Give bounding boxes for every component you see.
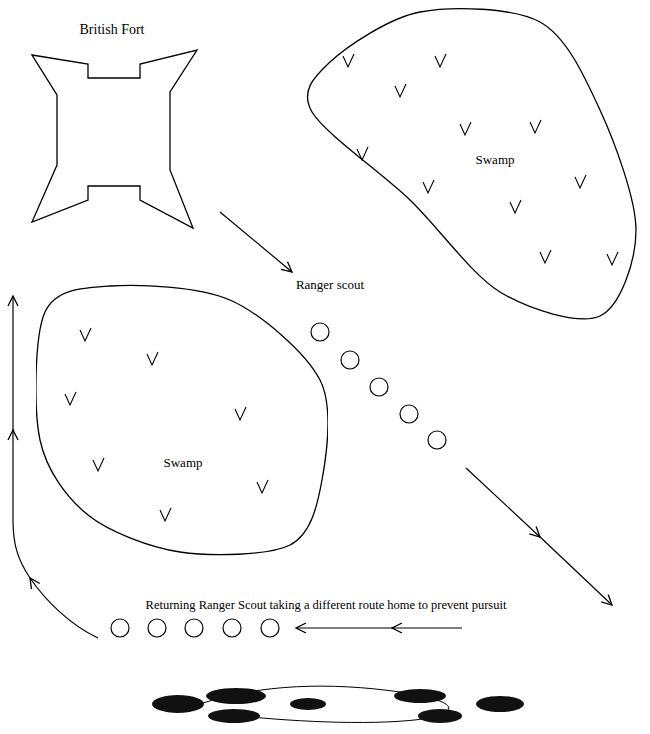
- swamp-region: [36, 280, 328, 556]
- route-arrow: [296, 627, 394, 628]
- route-arrow: [12, 296, 13, 432]
- route-arrow: [466, 468, 540, 537]
- foliage-ornament: [152, 686, 524, 723]
- route-arrow: [538, 535, 612, 605]
- route-note: Returning Ranger Scout taking a differen…: [146, 598, 507, 613]
- route-arrow: [392, 627, 462, 628]
- fort-name: British Fort: [80, 22, 145, 38]
- fort-outline: [32, 50, 197, 228]
- region-name: Swamp: [476, 152, 515, 168]
- swamp-marks: [65, 54, 618, 521]
- swamp-region: [307, 9, 636, 319]
- fort-outline: [28, 16, 202, 232]
- route-arrow: [13, 430, 30, 578]
- returning-scout-circles: [111, 619, 279, 637]
- route-arrow: [30, 578, 98, 638]
- swamp-region: Swamp: [36, 280, 328, 556]
- region-name: Swamp: [164, 455, 203, 471]
- swamp-region: [36, 285, 328, 554]
- route-arrow: [220, 212, 292, 272]
- scout-circles: [311, 323, 446, 449]
- scout-label: Ranger scout: [296, 277, 364, 293]
- fort-outline: British Fort: [28, 16, 202, 232]
